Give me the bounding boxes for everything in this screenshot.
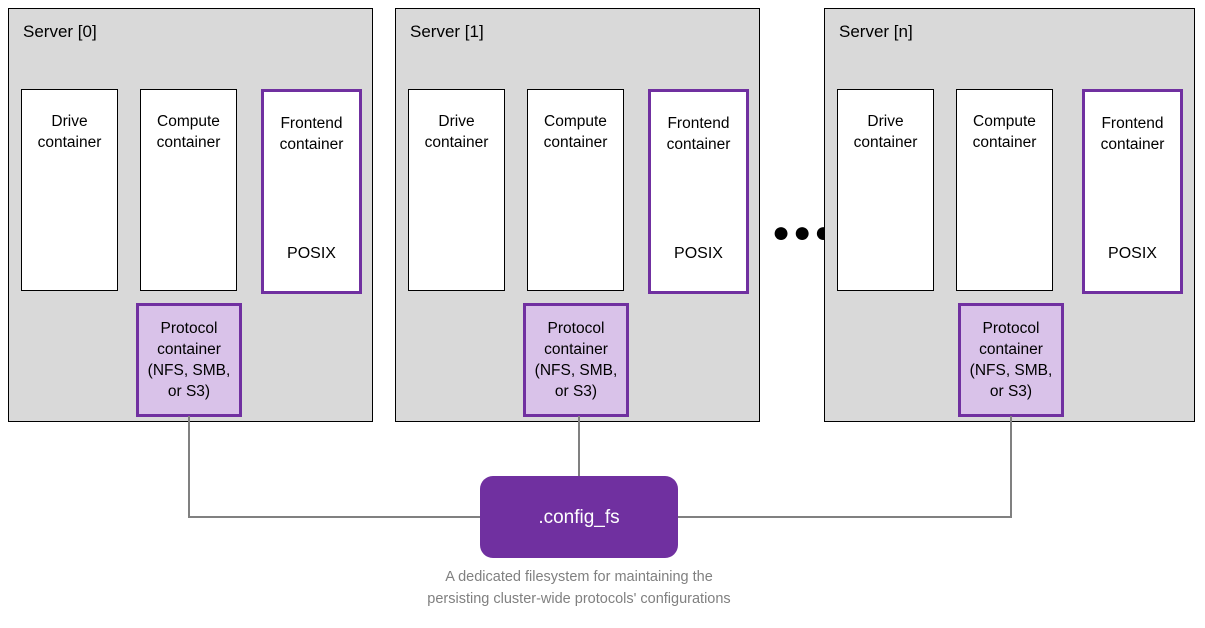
drive-container-0: Drive container bbox=[21, 89, 118, 291]
frontend-container-1: Frontend container POSIX bbox=[648, 89, 749, 294]
frontend-container-0-label: Frontend container bbox=[279, 115, 344, 153]
server-panel-1-title: Server [1] bbox=[410, 22, 484, 41]
server-panel-n-title: Server [n] bbox=[839, 22, 913, 41]
frontend-container-1-label: Frontend container bbox=[666, 115, 731, 153]
compute-container-1-label: Compute container bbox=[543, 113, 608, 151]
protocol-container-1-label: Protocol container (NFS, SMB, or S3) bbox=[534, 319, 618, 401]
frontend-container-n-label: Frontend container bbox=[1100, 115, 1165, 153]
protocol-container-n: Protocol container (NFS, SMB, or S3) bbox=[958, 303, 1064, 417]
frontend-container-0: Frontend container POSIX bbox=[261, 89, 362, 294]
frontend-container-n-protocol-label: POSIX bbox=[1108, 245, 1157, 262]
connector-server0-vertical bbox=[188, 416, 190, 518]
frontend-container-0-protocol-label: POSIX bbox=[287, 245, 336, 262]
protocol-container-0: Protocol container (NFS, SMB, or S3) bbox=[136, 303, 242, 417]
drive-container-n-label: Drive container bbox=[853, 113, 918, 151]
connector-servern-horizontal bbox=[676, 516, 1012, 518]
server-panel-0: Server [0] Drive container Compute conta… bbox=[8, 8, 373, 422]
server-panel-1: Server [1] Drive container Compute conta… bbox=[395, 8, 760, 422]
compute-container-0-label: Compute container bbox=[156, 113, 221, 151]
drive-container-1: Drive container bbox=[408, 89, 505, 291]
compute-container-1: Compute container bbox=[527, 89, 624, 291]
server-panel-n: Server [n] Drive container Compute conta… bbox=[824, 8, 1195, 422]
protocol-container-n-label: Protocol container (NFS, SMB, or S3) bbox=[969, 319, 1053, 401]
config-fs-caption: A dedicated filesystem for maintaining t… bbox=[427, 569, 731, 608]
protocol-container-1: Protocol container (NFS, SMB, or S3) bbox=[523, 303, 629, 417]
compute-container-n: Compute container bbox=[956, 89, 1053, 291]
config-fs-node[interactable]: .config_fs bbox=[480, 476, 678, 558]
drive-container-n: Drive container bbox=[837, 89, 934, 291]
server-panel-0-title: Server [0] bbox=[23, 22, 97, 41]
connector-servern-vertical bbox=[1010, 416, 1012, 518]
protocol-container-0-label: Protocol container (NFS, SMB, or S3) bbox=[147, 319, 231, 401]
connector-server1-vertical bbox=[578, 416, 580, 480]
servers-ellipsis: ●●● bbox=[772, 216, 836, 249]
frontend-container-1-protocol-label: POSIX bbox=[674, 245, 723, 262]
frontend-container-n: Frontend container POSIX bbox=[1082, 89, 1183, 294]
config-fs-label: .config_fs bbox=[538, 506, 620, 528]
connector-server0-horizontal bbox=[188, 516, 484, 518]
drive-container-1-label: Drive container bbox=[424, 113, 489, 151]
compute-container-0: Compute container bbox=[140, 89, 237, 291]
compute-container-n-label: Compute container bbox=[972, 113, 1037, 151]
drive-container-0-label: Drive container bbox=[37, 113, 102, 151]
